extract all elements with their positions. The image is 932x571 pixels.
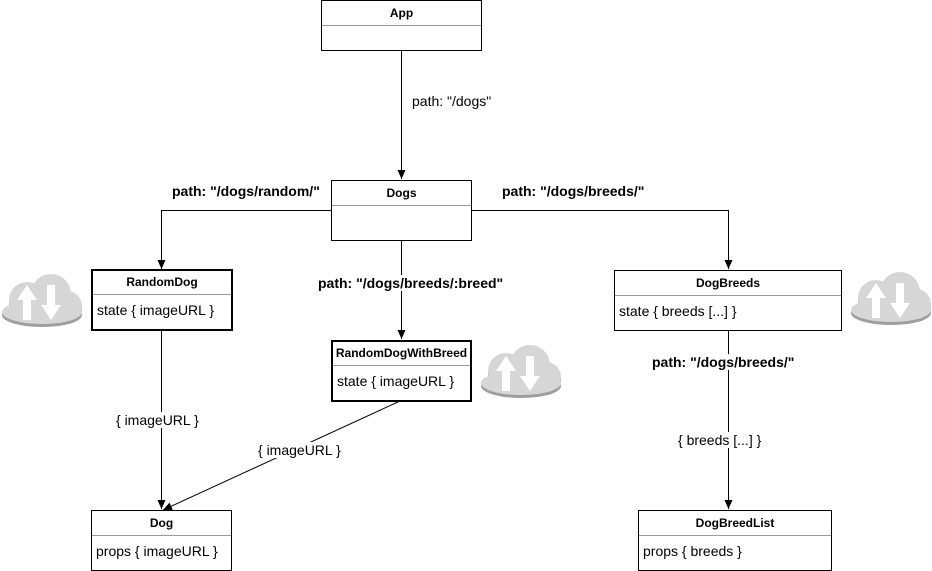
node-body: state { imageURL }: [337, 373, 454, 389]
node-body: props { breeds }: [643, 543, 742, 559]
node-dogbreeds[interactable]: DogBreeds state { breeds [...] }: [614, 270, 842, 331]
edge-dogs-to-randomdog: [157, 210, 331, 269]
node-title: DogBreedList: [639, 511, 831, 536]
node-title: Dog: [92, 511, 231, 536]
node-randomdogwithbreed[interactable]: RandomDogWithBreed state { imageURL }: [331, 340, 472, 402]
edge-dogs-to-dogbreeds: [471, 210, 733, 269]
edge-label-dogs-breeds: path: "/dogs/breeds/": [502, 183, 645, 199]
node-title: Dogs: [332, 181, 471, 206]
node-dog[interactable]: Dog props { imageURL }: [91, 510, 232, 571]
edge-label-randomdog-to-dog: { imageURL }: [116, 412, 199, 428]
node-title: DogBreeds: [615, 271, 841, 296]
node-app[interactable]: App: [321, 0, 482, 51]
node-dogs[interactable]: Dogs: [331, 180, 472, 241]
node-body: state { breeds [...] }: [619, 303, 737, 319]
node-dogbreedlist[interactable]: DogBreedList props { breeds }: [638, 510, 832, 571]
cloud-sync-icon: [481, 345, 561, 398]
cloud-sync-icon: [2, 274, 82, 327]
node-title: RandomDogWithBreed: [333, 342, 470, 366]
edge-label-withbreed-to-dog: { imageURL }: [258, 442, 341, 458]
node-randomdog[interactable]: RandomDog state { imageURL }: [91, 269, 233, 331]
node-body: state { imageURL }: [97, 302, 214, 318]
edge-label-dogs-random: path: "/dogs/random/": [172, 183, 320, 199]
edge-label-dogs-breed-param: path: "/dogs/breeds/:breed": [318, 275, 504, 291]
node-title: RandomDog: [93, 271, 231, 295]
node-title: App: [322, 1, 481, 26]
node-body: props { imageURL }: [96, 543, 218, 559]
edge-label-breeds-to-list-data: { breeds [...] }: [678, 432, 762, 448]
edge-label-app-to-dogs: path: "/dogs": [412, 93, 492, 109]
cloud-sync-icon: [851, 272, 931, 325]
edge-label-breeds-to-list-path: path: "/dogs/breeds/": [652, 354, 795, 370]
